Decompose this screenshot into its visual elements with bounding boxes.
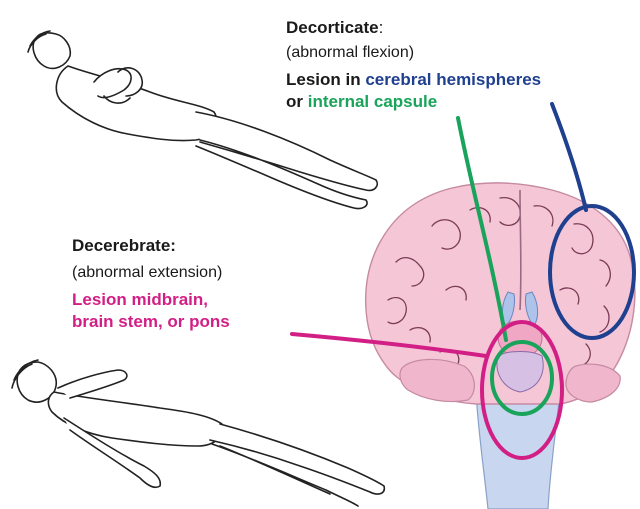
magenta-ellipse (480, 320, 564, 460)
decerebrate-lesion-line-2: brain stem, or pons (72, 312, 230, 331)
decorticate-figure (27, 30, 379, 210)
magenta-leader-line (290, 332, 488, 358)
decorticate-legs (195, 111, 379, 210)
temporal-lobe-right (565, 363, 621, 403)
decorticate-title-colon: : (378, 18, 384, 37)
callout-cerebral-hemispheres (548, 102, 636, 340)
green-leader-line (456, 116, 508, 342)
decorticate-lesion-cerebral: cerebral hemispheres (365, 70, 542, 89)
decorticate-title: Decorticate: (286, 18, 383, 38)
decorticate-title-text: Decorticate (286, 18, 379, 37)
longitudinal-fissure (519, 189, 522, 311)
brainstem (475, 391, 561, 509)
decorticate-head (32, 32, 72, 70)
decerebrate-title: Decerebrate: (72, 236, 176, 255)
decorticate-lesion-line-1: Lesion in cerebral hemispheres (286, 70, 541, 90)
decerebrate-desc: (abnormal extension) (72, 264, 223, 281)
decorticate-lesion-joiner: or (286, 92, 308, 111)
temporal-lobe-left (399, 358, 475, 403)
decerebrate-arm-upper (57, 369, 128, 399)
decorticate-arms (93, 67, 144, 104)
decerebrate-hair (11, 359, 39, 389)
decorticate-lesion-prefix: Lesion in (286, 70, 366, 89)
decorticate-hair (27, 30, 51, 53)
decerebrate-legs (209, 423, 386, 507)
decerebrate-figure (11, 359, 386, 507)
midbrain (496, 351, 544, 393)
decorticate-lesion-capsule: internal capsule (307, 92, 438, 111)
decorticate-lesion-line-2: or internal capsule (286, 92, 437, 112)
blue-ellipse (548, 204, 636, 340)
green-ellipse (490, 340, 554, 416)
decerebrate-arm-lower (63, 417, 162, 489)
callout-midbrain (290, 320, 564, 460)
decorticate-desc: (abnormal flexion) (286, 44, 415, 61)
callout-internal-capsule (456, 116, 554, 416)
blue-leader-line (550, 102, 588, 212)
decerebrate-torso (47, 391, 224, 447)
decerebrate-lesion-line-1: Lesion midbrain, (72, 290, 209, 309)
